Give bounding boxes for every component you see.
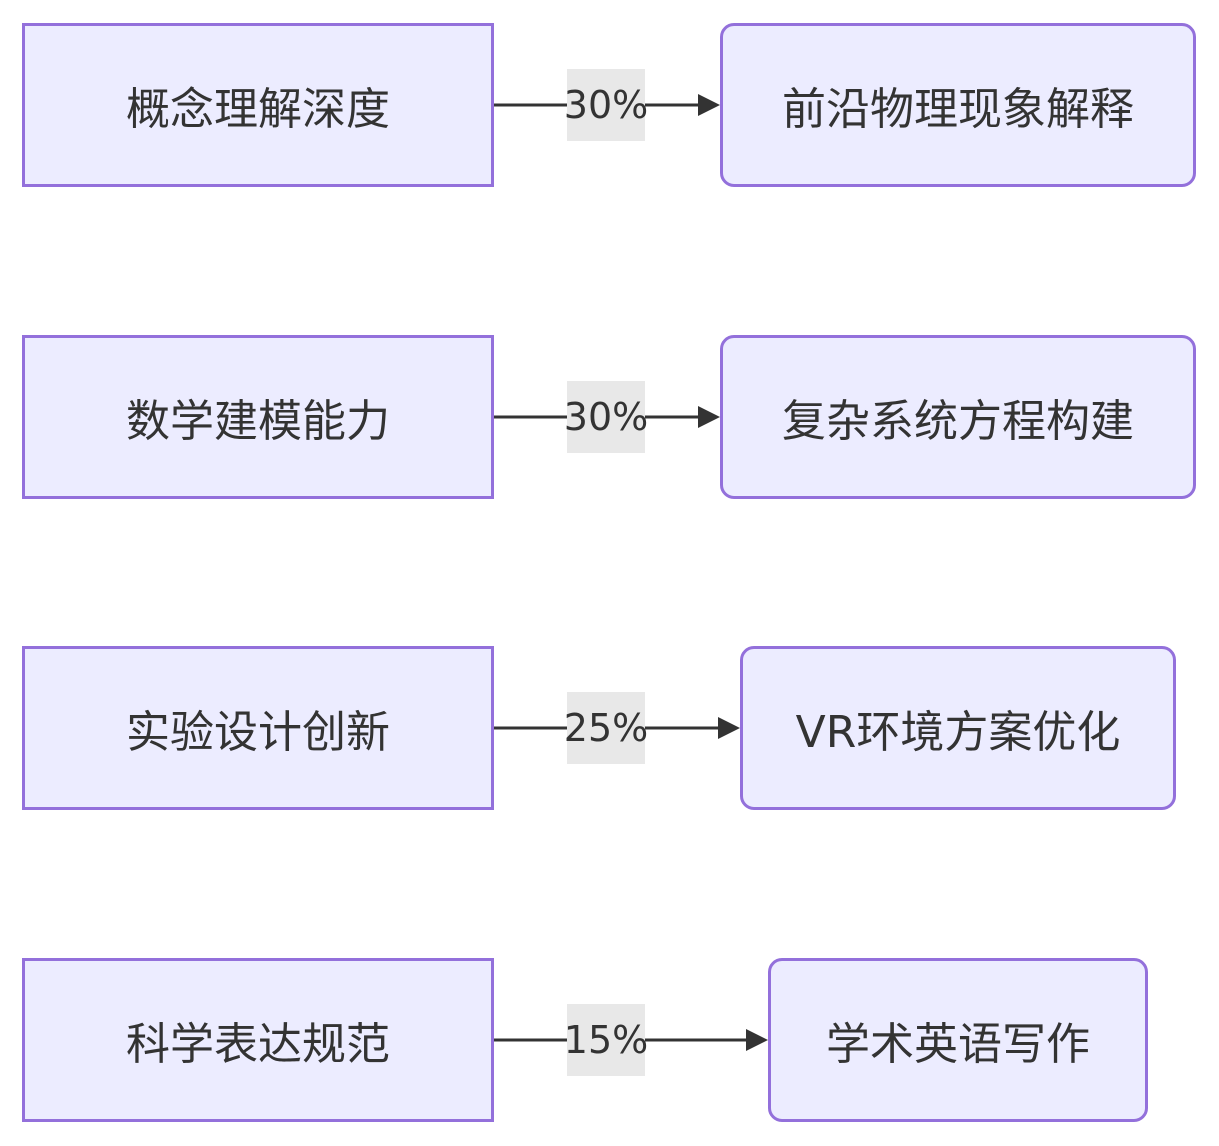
target-node-label: 学术英语写作 [826, 1019, 1090, 1070]
flow-row: 科学表达规范 15% 学术英语写作 [0, 958, 1219, 1122]
weight-label: 15% [564, 1004, 648, 1076]
source-node: 概念理解深度 [22, 23, 494, 187]
source-node: 实验设计创新 [22, 646, 494, 810]
target-node: VR环境方案优化 [740, 646, 1176, 810]
source-node: 科学表达规范 [22, 958, 494, 1122]
target-node: 前沿物理现象解释 [720, 23, 1196, 187]
source-node: 数学建模能力 [22, 335, 494, 499]
weight-label: 30% [564, 381, 648, 453]
flow-row: 数学建模能力 30% 复杂系统方程构建 [0, 335, 1219, 499]
target-node-label: 前沿物理现象解释 [782, 84, 1134, 135]
target-node-label: 复杂系统方程构建 [782, 396, 1134, 447]
flow-row: 概念理解深度 30% 前沿物理现象解释 [0, 23, 1219, 187]
source-node-label: 科学表达规范 [126, 1019, 390, 1070]
flow-row: 实验设计创新 25% VR环境方案优化 [0, 646, 1219, 810]
target-node: 学术英语写作 [768, 958, 1148, 1122]
source-node-label: 实验设计创新 [126, 707, 390, 758]
source-node-label: 数学建模能力 [126, 396, 390, 447]
weight-label: 25% [564, 692, 648, 764]
target-node: 复杂系统方程构建 [720, 335, 1196, 499]
target-node-label: VR环境方案优化 [795, 707, 1121, 758]
weight-label: 30% [564, 69, 648, 141]
source-node-label: 概念理解深度 [126, 84, 390, 135]
